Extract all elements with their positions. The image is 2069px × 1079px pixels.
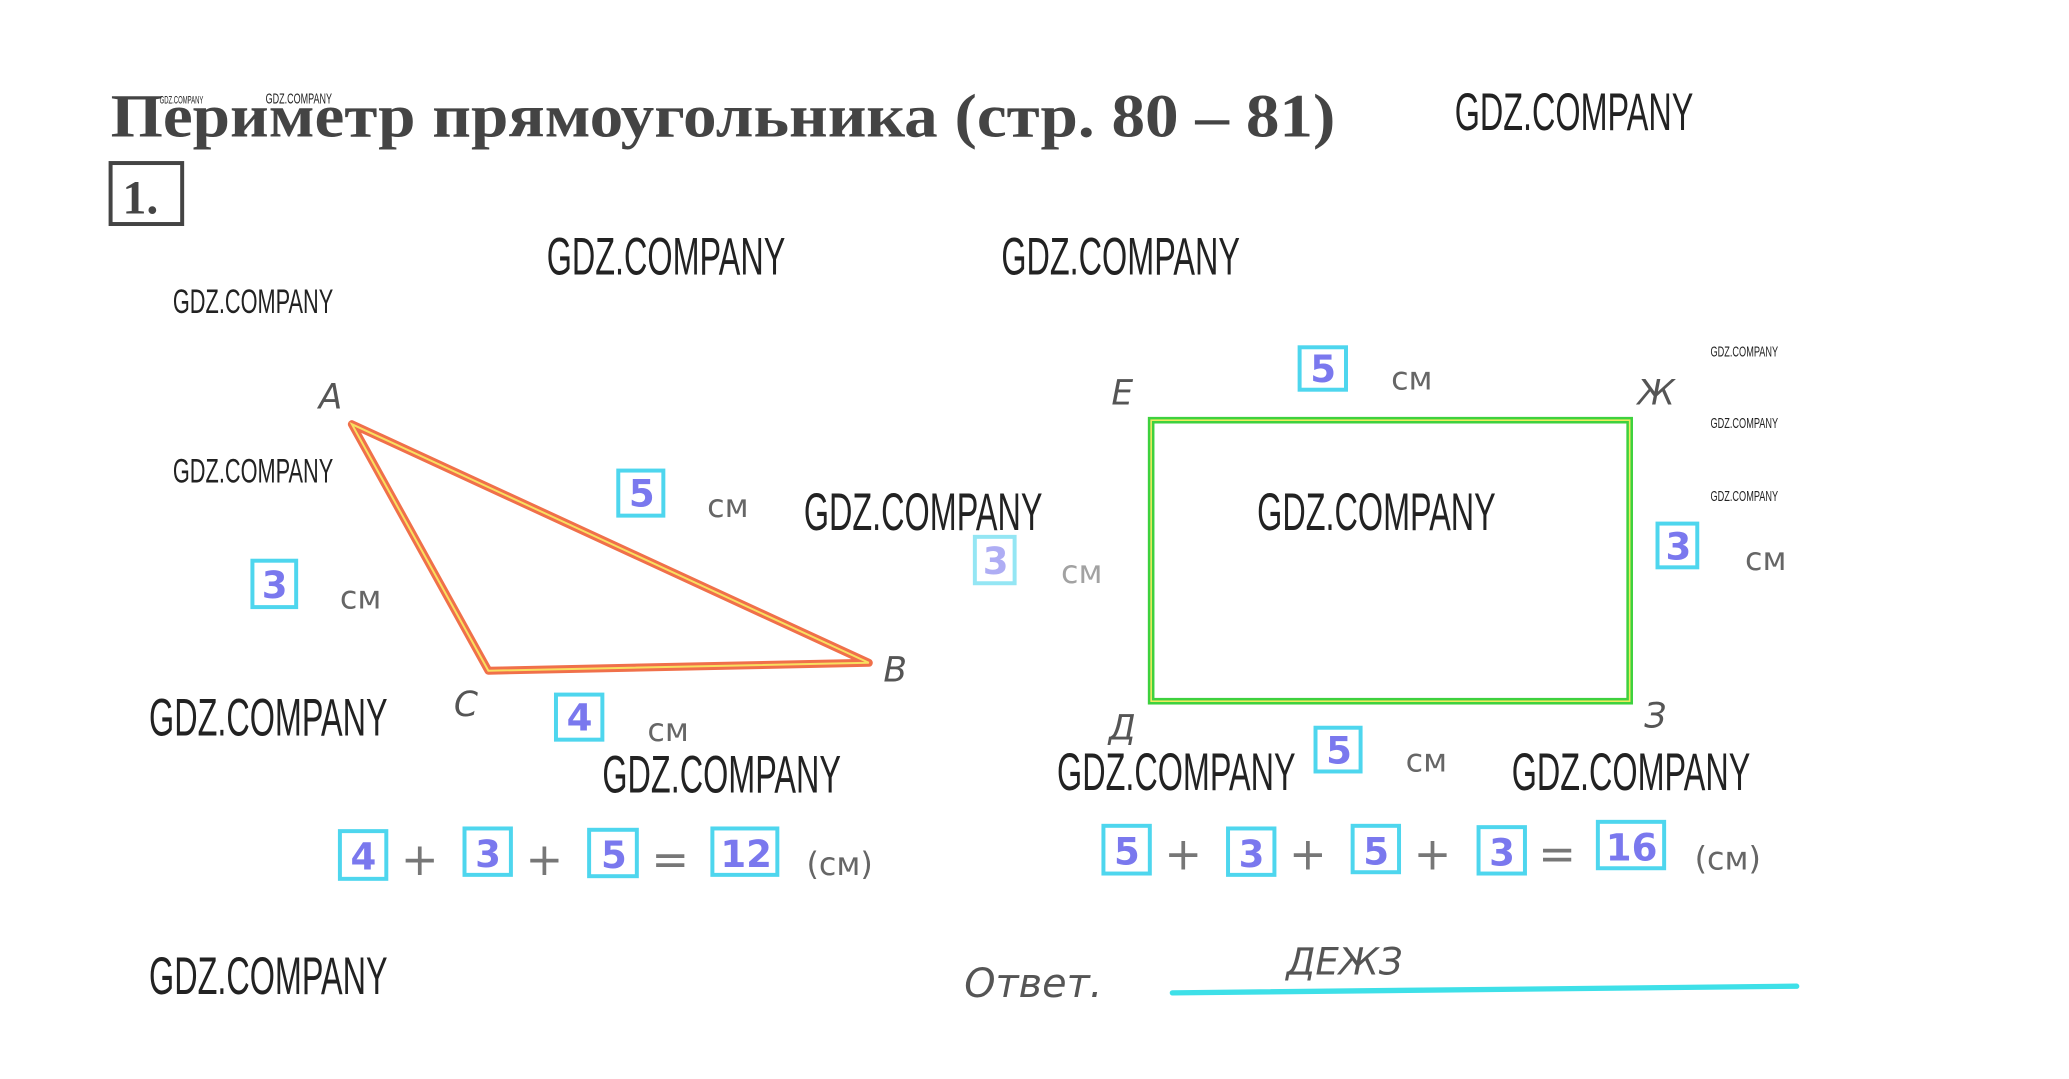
watermark: GDZ.COMPANY <box>160 94 204 106</box>
watermark: GDZ.COMPANY <box>1057 743 1296 802</box>
side-ab-value: 5 <box>629 472 655 515</box>
rectangle-equation: 5 + 3 + 5 + 3 = 16 (см) <box>1101 819 1761 881</box>
watermark: GDZ.COMPANY <box>1711 489 1779 505</box>
eq2-unit: (см) <box>1695 840 1761 878</box>
answer-label: Ответ. <box>964 961 1102 1007</box>
side-ac-value: 3 <box>262 564 288 607</box>
watermark: GDZ.COMPANY <box>173 283 333 321</box>
eq1-equals: = <box>651 833 689 886</box>
task-number: 1. <box>123 171 159 224</box>
watermark: GDZ.COMPANY <box>804 483 1043 542</box>
side-bottom-box <box>1313 725 1363 774</box>
watermark: GDZ.COMPANY <box>149 689 388 748</box>
eq1-plus-1: + <box>401 833 439 886</box>
side-top-box <box>1297 345 1348 392</box>
answer-value: ДЕЖЗ <box>1284 940 1402 983</box>
side-cb-unit: см <box>647 711 688 749</box>
eq2-term-1: 5 <box>1114 830 1140 873</box>
side-top-unit: см <box>1391 360 1432 398</box>
side-ac-box <box>250 558 299 610</box>
side-right-box <box>1655 521 1700 570</box>
side-left-box <box>972 534 1017 586</box>
triangle-abc <box>347 420 873 675</box>
vertex-zh: Ж <box>1636 373 1677 413</box>
eq2-plus-2: + <box>1289 828 1327 881</box>
side-ab-box <box>616 468 666 518</box>
side-right-value: 3 <box>1665 525 1691 568</box>
eq2-result: 16 <box>1606 826 1658 869</box>
triangle-equation: 4 + 3 + 5 = 12 (см) <box>337 826 873 886</box>
vertex-b: B <box>883 650 907 690</box>
watermark: GDZ.COMPANY <box>1512 743 1751 802</box>
eq2-term-3: 5 <box>1363 830 1389 873</box>
page-title: Периметр прямоугольника (стр. 80 – 81) <box>111 84 1336 151</box>
watermark: GDZ.COMPANY <box>602 746 841 805</box>
side-right-unit: см <box>1745 540 1786 578</box>
side-bottom-value: 5 <box>1326 730 1352 773</box>
eq1-term-3: 5 <box>601 834 627 877</box>
side-bottom-unit: см <box>1406 741 1447 779</box>
eq2-plus-3: + <box>1414 828 1452 881</box>
vertex-z: З <box>1644 697 1666 737</box>
eq1-result: 12 <box>720 833 772 876</box>
side-cb-box <box>553 692 605 742</box>
eq2-equals: = <box>1538 828 1576 881</box>
eq1-plus-2: + <box>525 833 563 886</box>
watermark: GDZ.COMPANY <box>1711 416 1779 432</box>
eq1-term-1: 4 <box>351 836 377 879</box>
watermark: GDZ.COMPANY <box>547 227 786 286</box>
side-left-unit: см <box>1061 553 1102 591</box>
eq2-term-2: 3 <box>1239 833 1265 876</box>
watermark: GDZ.COMPANY <box>1711 345 1779 361</box>
vertex-a: A <box>317 377 343 417</box>
vertex-c: C <box>454 685 478 725</box>
task-number-box <box>108 161 185 227</box>
side-left-value: 3 <box>983 540 1009 583</box>
side-top-value: 5 <box>1310 348 1336 391</box>
watermark: GDZ.COMPANY <box>1455 83 1694 142</box>
answer-line <box>1169 983 1800 996</box>
watermark: GDZ.COMPANY <box>173 453 333 491</box>
watermark: GDZ.COMPANY <box>266 91 332 107</box>
vertex-e: Е <box>1111 373 1133 413</box>
rectangle-dezhz <box>1147 416 1633 705</box>
watermark: GDZ.COMPANY <box>149 947 388 1006</box>
watermark: GDZ.COMPANY <box>1001 227 1240 286</box>
watermark: GDZ.COMPANY <box>1257 483 1496 542</box>
eq1-unit: (см) <box>807 845 873 883</box>
vertex-d: Д <box>1107 709 1136 749</box>
side-cb-value: 4 <box>567 696 593 739</box>
eq1-term-2: 3 <box>475 833 501 876</box>
watermarks: GDZ.COMPANY GDZ.COMPANY GDZ.COMPANY GDZ.… <box>149 83 1778 1006</box>
side-ab-unit: см <box>707 487 748 525</box>
eq2-plus-1: + <box>1164 828 1202 881</box>
eq2-term-4: 3 <box>1489 832 1515 875</box>
side-ac-unit: см <box>340 578 381 616</box>
